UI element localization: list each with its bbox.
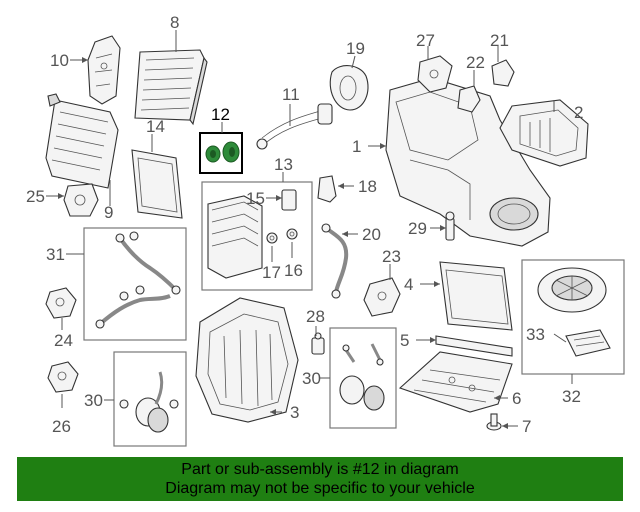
callout-27: 27 [416,31,435,50]
part-24-drawing [45,287,77,319]
callout-11: 11 [282,85,300,104]
part-16-drawing [286,228,298,240]
part-13-drawing [207,195,263,279]
part-8-drawing [134,49,208,126]
part-4-drawing [439,261,513,331]
callout-12: 12 [211,105,230,124]
callout-19: 19 [346,39,365,58]
part-30-box-right [329,327,397,429]
part-32-box [521,259,625,375]
callout-8: 8 [170,13,179,32]
part-23-drawing [363,277,401,317]
callout-23: 23 [382,247,401,266]
part-12-highlight-box [199,132,243,174]
callout-22: 22 [466,53,485,72]
callout-13: 13 [274,155,293,174]
part-13-box [201,181,313,291]
callout-3: 3 [290,403,299,422]
part-26-drawing [47,361,79,393]
callout-30-left: 30 [84,391,103,410]
part-12-drawing [205,141,240,163]
callout-18: 18 [358,177,377,196]
callout-28: 28 [306,307,325,326]
callout-5: 5 [400,331,409,350]
callout-29: 29 [408,219,427,238]
banner-line-2: Diagram may not be specific to your vehi… [165,480,475,497]
part-1-drawing [385,77,551,247]
part-25-drawing [63,183,99,217]
callout-16: 16 [284,261,303,280]
callout-20: 20 [362,225,381,244]
callout-1: 1 [352,137,361,156]
callout-15: 15 [246,189,265,208]
part-22-drawing [457,85,481,113]
callout-14: 14 [146,117,165,136]
part-15-drawing [281,189,297,211]
part-17-drawing [266,232,278,244]
part-27-drawing [417,55,453,93]
callout-6: 6 [512,389,521,408]
part-31-box [83,227,187,341]
callout-26: 26 [52,417,71,436]
info-banner: Part or sub-assembly is #12 in diagram D… [17,457,623,501]
callout-33: 33 [526,325,545,344]
callout-17: 17 [262,263,281,282]
callout-9: 9 [104,203,113,222]
callout-30-right: 30 [302,369,321,388]
part-10-drawing [87,35,121,105]
part-14-drawing [131,149,183,219]
part-30-drawing-left [119,371,179,433]
callout-10: 10 [50,51,69,70]
part-7-drawing [486,413,502,431]
callout-31: 31 [46,245,65,264]
leader-19 [351,55,356,69]
part-29-drawing [445,211,455,241]
banner-line-1: Part or sub-assembly is #12 in diagram [181,461,459,478]
part-9-drawing [45,93,119,189]
part-18-drawing [317,175,337,203]
callout-24: 24 [54,331,73,350]
callout-2: 2 [574,103,583,122]
parts-diagram: 8 10 9 14 25 12 [26,13,625,447]
callout-25: 25 [26,187,45,206]
part-28-drawing [311,332,325,355]
part-32-drawing [537,267,607,313]
part-3-drawing [195,297,299,423]
part-2-drawing [499,99,589,167]
part-19-drawing [329,65,369,111]
part-21-drawing [491,59,515,87]
callout-7: 7 [522,417,531,436]
part-20-drawing [321,223,349,299]
part-30-drawing-right [339,343,385,411]
part-31-drawing [95,231,181,329]
leader-33 [553,333,567,343]
part-11-drawing [256,103,333,150]
part-6-drawing [398,351,513,413]
callout-32: 32 [562,387,581,406]
callout-4: 4 [404,275,413,294]
part-5-drawing [435,335,513,357]
part-30-box-left [113,351,187,447]
callout-21: 21 [490,31,509,50]
part-33-drawing [565,329,611,357]
